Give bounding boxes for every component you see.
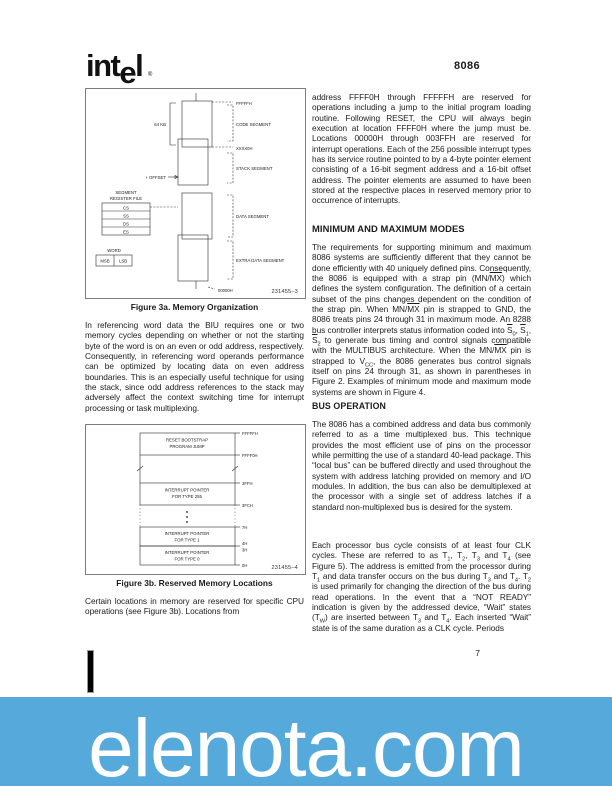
word-label: WORD bbox=[107, 248, 121, 253]
size-label: 64 KB bbox=[154, 122, 166, 127]
segment-brackets bbox=[207, 101, 234, 290]
intel-logo-e: e bbox=[119, 55, 136, 90]
box2-bottom-hex: 3FCH bbox=[242, 503, 253, 508]
section-heading-bus-operation: BUS OPERATION bbox=[312, 401, 386, 411]
register-ds: DS bbox=[123, 222, 129, 227]
box3-line2: FOR TYPE 1 bbox=[175, 538, 201, 543]
register-cs: CS bbox=[123, 206, 129, 211]
box3-bottom-hex: 4H bbox=[242, 541, 247, 546]
msb-label: MSB bbox=[100, 259, 109, 264]
register-file-title-1: SEGMENT bbox=[115, 190, 137, 195]
figure-3b-frame: RESET BOOTSTRAP PROGRAM JUMP FFFFFH FFFF… bbox=[85, 424, 306, 575]
box4-line1: INTERRUPT POINTER bbox=[165, 550, 210, 555]
watermark-text: elenota.com bbox=[88, 703, 525, 786]
box4-line2: FOR TYPE 0 bbox=[175, 557, 201, 562]
segment-label-extra-data: EXTRA DATA SEGMENT bbox=[236, 258, 285, 263]
segment-label-data: DATA SEGMENT bbox=[236, 214, 269, 219]
segment-label-code: CODE SEGMENT bbox=[236, 122, 271, 127]
offset-label: + OFFSET bbox=[145, 175, 166, 180]
box2-top-hex: 3FFH bbox=[242, 481, 252, 486]
figure-3a-frame: FFFFFH CODE SEGMENT XXXX0H STACK SEGMENT… bbox=[85, 88, 306, 299]
box4-top-hex: 3H bbox=[242, 548, 247, 553]
segment-label-stack: STACK SEGMENT bbox=[236, 166, 273, 171]
box2-line1: INTERRUPT POINTER bbox=[165, 488, 210, 493]
part-number-label: 8086 bbox=[454, 60, 481, 72]
right-paragraph-3: The 8086 has a combined address and data… bbox=[312, 419, 531, 512]
section-heading-min-max-modes: MINIMUM AND MAXIMUM MODES bbox=[312, 223, 465, 234]
registered-trademark-icon: ® bbox=[147, 72, 153, 78]
right-paragraph-1: address FFFF0H through FFFFFH are reserv… bbox=[312, 92, 531, 206]
intel-logo-l: l bbox=[135, 48, 144, 83]
hex-ticks bbox=[235, 432, 240, 566]
intel-logo: intel ® bbox=[86, 48, 152, 90]
reserved-memory-diagram: RESET BOOTSTRAP PROGRAM JUMP FFFFFH FFFF… bbox=[136, 431, 258, 568]
size-bracket bbox=[168, 102, 179, 179]
figure-id-label: 231455–3 bbox=[271, 289, 298, 295]
word-box bbox=[95, 254, 133, 267]
box3-line1: INTERRUPT POINTER bbox=[165, 531, 210, 536]
ellipsis-dots bbox=[186, 511, 188, 523]
box1-bottom-hex: FFFF0H bbox=[242, 453, 258, 458]
intel-logo-int: int bbox=[86, 48, 121, 83]
left-paragraph-2: Certain locations in memory are reserved… bbox=[85, 596, 304, 617]
hex-label-00000h: 00000H bbox=[218, 288, 233, 293]
column-break-bar bbox=[87, 650, 94, 693]
lsb-label: LSB bbox=[119, 259, 127, 264]
right-paragraph-4: Each processor bus cycle consists of at … bbox=[312, 540, 531, 633]
watermark-banner: elenota.com bbox=[0, 697, 612, 786]
memory-column bbox=[177, 93, 213, 289]
figure-3a-caption: Figure 3a. Memory Organization bbox=[130, 302, 259, 312]
reserved-memory-boxes bbox=[136, 432, 239, 566]
register-es: ES bbox=[123, 230, 129, 235]
right-paragraph-2: The requirements for supporting minimum … bbox=[312, 242, 532, 397]
register-ss: SS bbox=[123, 214, 129, 219]
figure-id-label: 231455–4 bbox=[271, 565, 298, 571]
box4-bottom-hex: 0H bbox=[242, 563, 247, 568]
register-file-title-2: REGISTER FILE bbox=[110, 196, 142, 201]
box3-top-hex: 7H bbox=[242, 525, 247, 530]
hex-label-fffffh: FFFFFH bbox=[236, 101, 252, 106]
memory-organization-diagram: FFFFFH CODE SEGMENT XXXX0H STACK SEGMENT… bbox=[95, 93, 285, 293]
hex-label-xxxx0h: XXXX0H bbox=[236, 146, 253, 151]
page-number: 7 bbox=[475, 648, 480, 658]
box1-top-hex: FFFFFH bbox=[242, 431, 258, 436]
segment-register-file-box bbox=[101, 202, 178, 236]
left-paragraph-1: In referencing word data the BIU require… bbox=[85, 320, 304, 413]
box1-line2: PROGRAM JUMP bbox=[169, 444, 204, 449]
box1-line1: RESET BOOTSTRAP bbox=[166, 438, 208, 443]
figure-3b-caption: Figure 3b. Reserved Memory Locations bbox=[116, 578, 273, 588]
box2-line2: FOR TYPE 255 bbox=[172, 494, 202, 499]
